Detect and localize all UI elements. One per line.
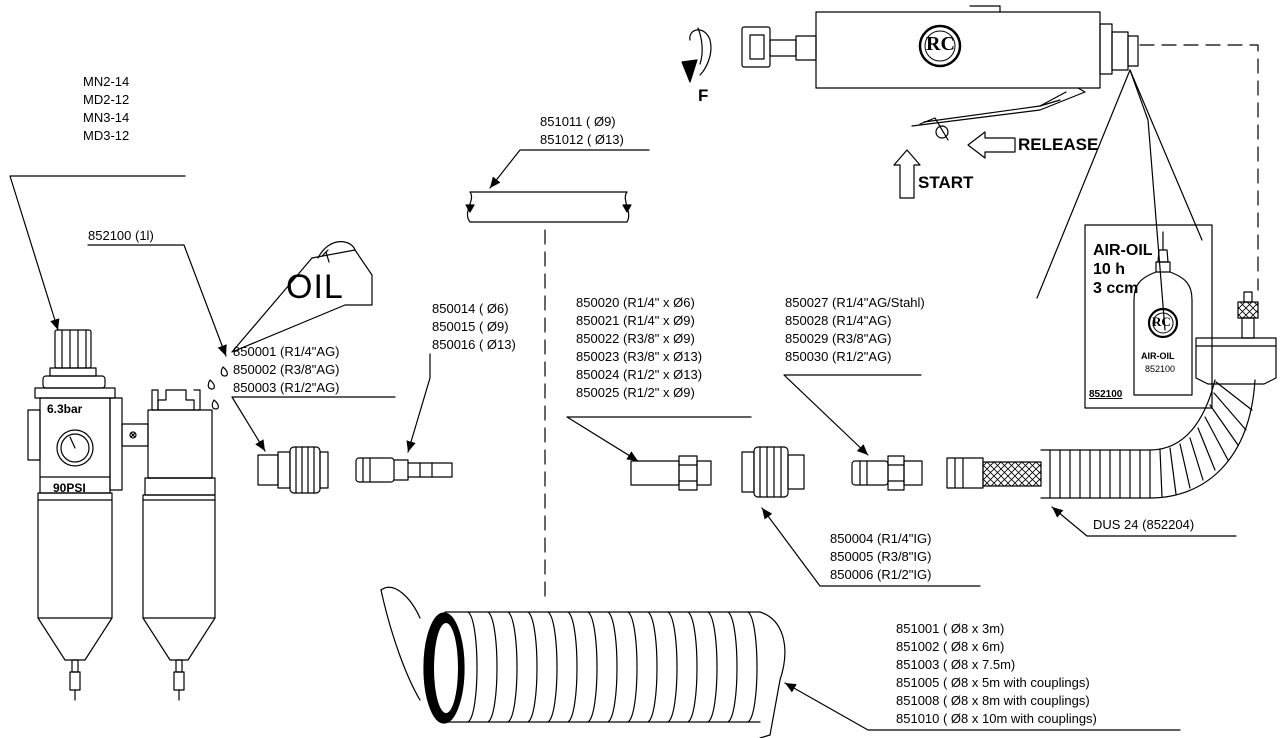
bottle-part-number: 852100: [1145, 364, 1176, 374]
air-oil-box: [1084, 224, 1213, 409]
part-number: 851001 ( Ø8 x 3m): [896, 621, 1005, 636]
part-number: 850025 (R1/2" x Ø9): [576, 385, 695, 400]
swivel-label: DUS 24 (852204): [1093, 517, 1195, 532]
regulator-model: MD2-12: [83, 92, 130, 107]
part-number: 850024 (R1/2" x Ø13): [576, 367, 703, 382]
lubricator: [142, 389, 216, 701]
plug-nipple: [851, 455, 923, 491]
part-number: 850030 (R1/2"AG): [785, 349, 892, 364]
regulator-models-label: MN2-14 MD2-12 MN3-14 MD3-12: [83, 73, 129, 145]
air-oil-line: 10 h: [1093, 261, 1126, 278]
part-number: 851005 ( Ø8 x 5m with couplings): [896, 675, 1090, 690]
start-label: START: [918, 173, 974, 192]
part-number: 850004 (R1/4"IG): [830, 531, 932, 546]
part-number: 850029 (R3/8"AG): [785, 331, 892, 346]
coupling-ag: [257, 446, 329, 494]
spiral-hoses-label: 851001 ( Ø8 x 3m) 851002 ( Ø8 x 6m) 8510…: [896, 620, 1097, 728]
rc-logo-tool: [918, 24, 962, 68]
oil-can: [207, 241, 373, 410]
regulator-model: MN2-14: [83, 74, 130, 89]
part-number: 850016 ( Ø13): [432, 337, 516, 352]
couplings-ig-label: 850004 (R1/4"IG) 850005 (R3/8"IG) 850006…: [830, 530, 931, 584]
couplings-ag-label: 850001 (R1/4"AG) 850002 (R3/8"AG) 850003…: [233, 343, 340, 397]
straight-hose-label: 851011 ( Ø9) 851012 ( Ø13): [540, 113, 624, 149]
hex-nipples-label: 850020 (R1/4" x Ø6) 850021 (R1/4" x Ø9) …: [576, 294, 702, 402]
hose-nipples-label: 850014 ( Ø6) 850015 ( Ø9) 850016 ( Ø13): [432, 300, 516, 354]
part-number: 850003 (R1/2"AG): [233, 380, 340, 395]
rc-logo-text: RC: [926, 33, 955, 55]
oil-word: OIL: [286, 268, 344, 306]
rc-logo-bottle-text: RC: [1152, 314, 1171, 329]
part-number: 851002 ( Ø8 x 6m): [896, 639, 1005, 654]
part-number: 850027 (R1/4"AG/Stahl): [785, 295, 925, 310]
release-label: RELEASE: [1018, 135, 1099, 154]
air-oil-line: 3 ccm: [1093, 280, 1139, 297]
part-number: 850005 (R3/8"IG): [830, 549, 932, 564]
part-number: 850002 (R3/8"AG): [233, 362, 340, 377]
part-number: 851010 ( Ø8 x 10m with couplings): [896, 711, 1097, 726]
regulator-model: MN3-14: [83, 110, 130, 125]
air-oil-box-title: AIR-OIL 10 h 3 ccm: [1093, 241, 1153, 298]
part-number: 850028 (R1/4"AG): [785, 313, 892, 328]
part-number: 850020 (R1/4" x Ø6): [576, 295, 695, 310]
part-number: 850021 (R1/4" x Ø9): [576, 313, 695, 328]
part-number: 850006 (R1/2"IG): [830, 567, 932, 582]
rc-logo-bottle: [1147, 307, 1179, 339]
gauge-bar-label: 6.3bar: [47, 402, 83, 416]
hex-nipple: [630, 455, 712, 491]
direction-label: F: [698, 86, 709, 105]
air-oil-part-number: 852100: [1089, 389, 1123, 400]
part-number: 851003 ( Ø8 x 7.5m): [896, 657, 1016, 672]
air-oil-line: AIR-OIL: [1093, 242, 1153, 259]
gauge-psi-label: 90PSI: [53, 481, 86, 495]
leader-lines: [9, 69, 1237, 731]
part-number: 851012 ( Ø13): [540, 132, 624, 147]
regulator-model: MD3-12: [83, 128, 130, 143]
part-number: 850023 (R3/8" x Ø13): [576, 349, 703, 364]
filter-regulator: [27, 329, 149, 701]
dashed-lines: [544, 44, 1259, 601]
part-number: 851008 ( Ø8 x 8m with couplings): [896, 693, 1090, 708]
hose-nipple: [355, 457, 453, 483]
bottle-label: AIR-OIL: [1141, 351, 1175, 361]
swivel-hose: [946, 291, 1277, 499]
part-number: 850001 (R1/4"AG): [233, 344, 340, 359]
air-tool: [681, 5, 1139, 199]
coupling-ig: [741, 446, 805, 498]
part-number: 850022 (R3/8" x Ø9): [576, 331, 695, 346]
straight-hose: [465, 191, 632, 223]
part-number: 850014 ( Ø6): [432, 301, 509, 316]
part-number: 851011 ( Ø9): [540, 114, 616, 129]
part-number: 850015 ( Ø9): [432, 319, 509, 334]
plug-nipples-label: 850027 (R1/4"AG/Stahl) 850028 (R1/4"AG) …: [785, 294, 925, 366]
oil-can-part-label: 852100 (1l): [88, 228, 154, 243]
spiral-hose: [380, 586, 786, 738]
